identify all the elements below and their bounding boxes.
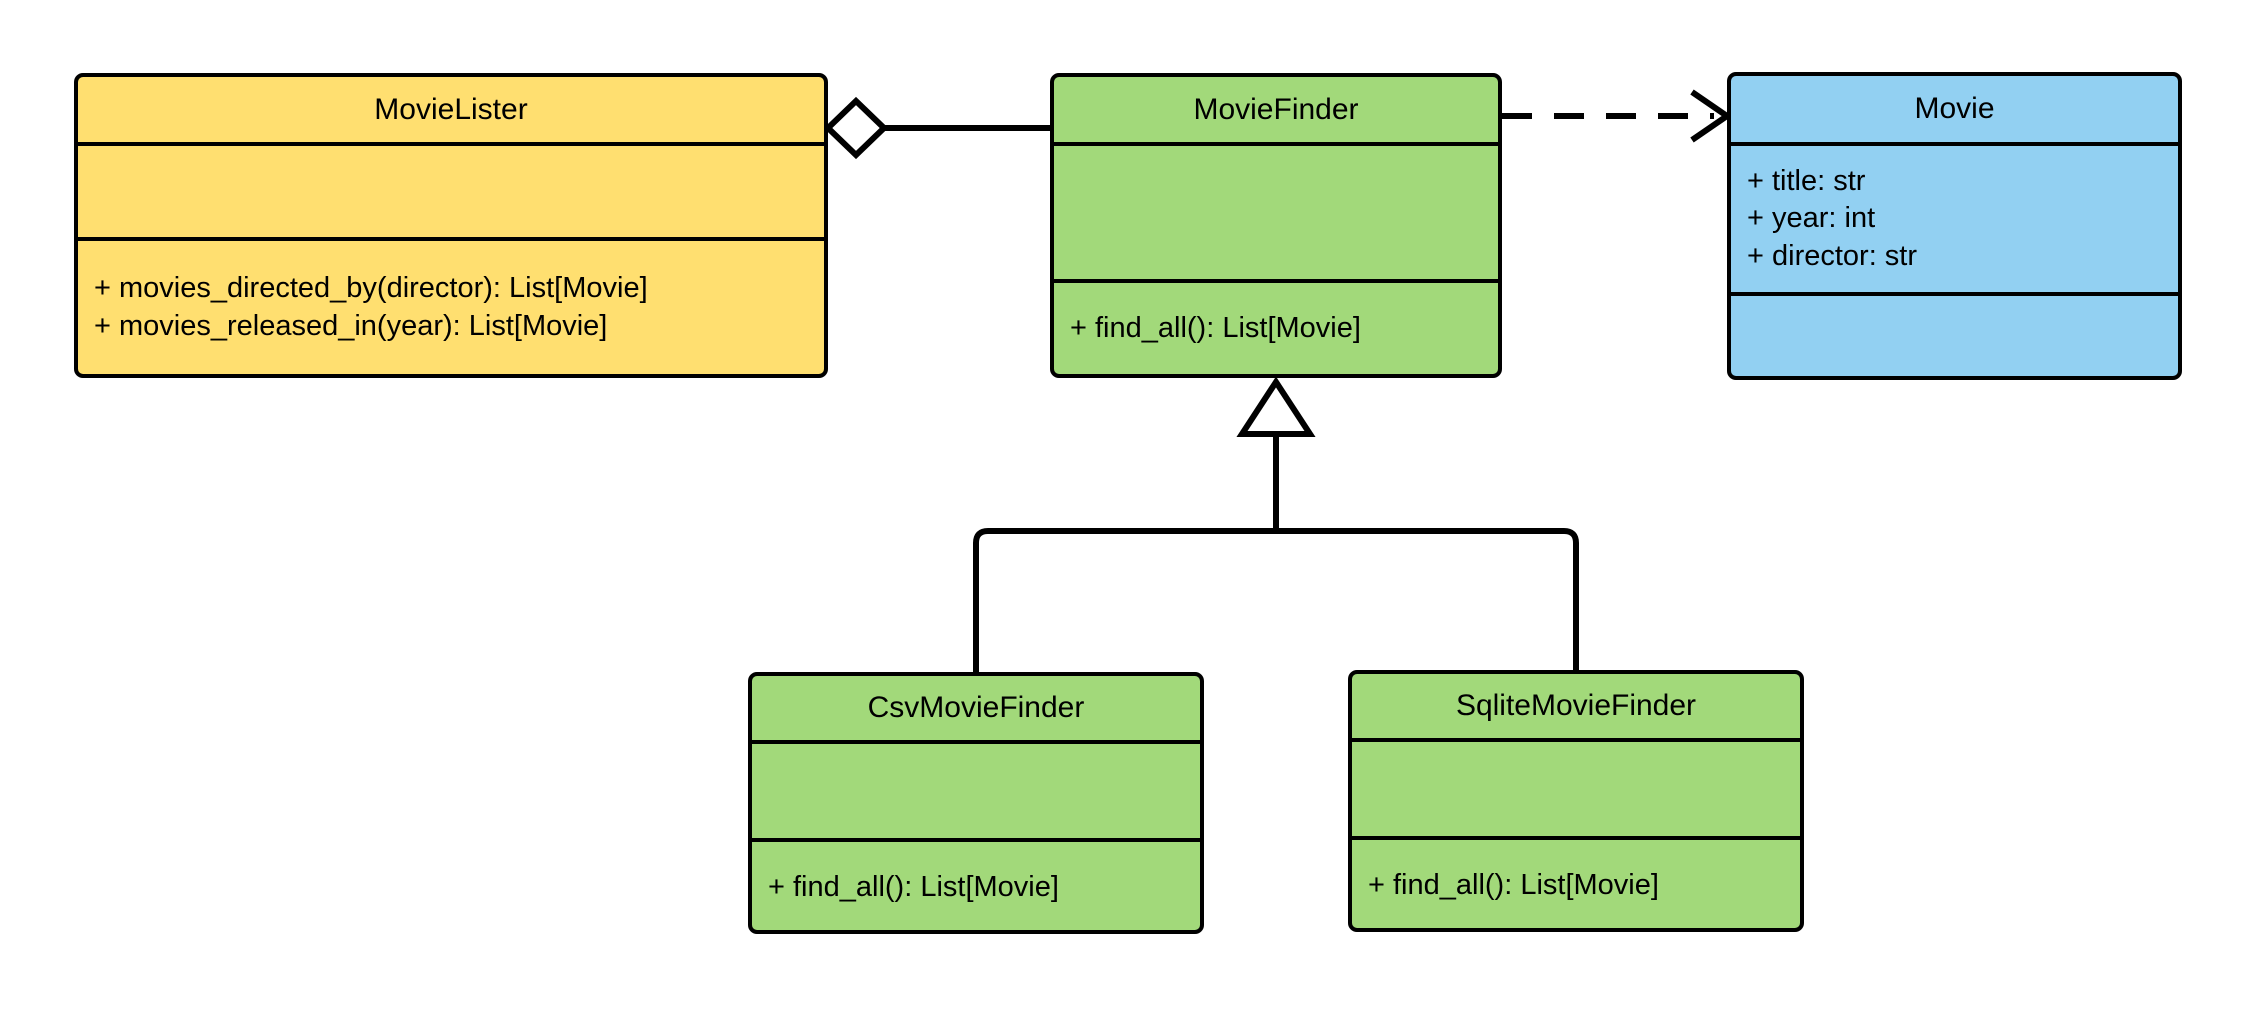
class-name-sqlitemoviefinder: SqliteMovieFinder	[1352, 674, 1800, 742]
operation-item: + movies_released_in(year): List[Movie]	[94, 309, 608, 342]
operation-item: + find_all(): List[Movie]	[1070, 311, 1361, 344]
generalization-branch-bar	[973, 528, 1579, 672]
class-attributes-movie: + title: str + year: int + director: str	[1731, 146, 2178, 296]
operation-item: + movies_directed_by(director): List[Mov…	[94, 272, 648, 305]
class-box-sqlitemoviefinder[interactable]: SqliteMovieFinder + find_all(): List[Mov…	[1348, 670, 1804, 932]
hollow-diamond-marker	[823, 96, 889, 160]
class-attributes-moviefinder	[1054, 146, 1498, 283]
class-box-movielister[interactable]: MovieLister + movies_directed_by(directo…	[74, 73, 828, 378]
class-attributes-sqlitemoviefinder	[1352, 742, 1800, 840]
class-operations-sqlitemoviefinder: + find_all(): List[Movie]	[1352, 840, 1800, 928]
class-operations-movielister: + movies_directed_by(director): List[Mov…	[78, 241, 824, 374]
class-operations-moviefinder: + find_all(): List[Movie]	[1054, 283, 1498, 374]
class-box-csvmoviefinder[interactable]: CsvMovieFinder + find_all(): List[Movie]	[748, 672, 1204, 934]
operation-item: + find_all(): List[Movie]	[768, 871, 1059, 904]
class-operations-movie	[1731, 296, 2178, 376]
operation-item: + find_all(): List[Movie]	[1368, 869, 1659, 902]
attribute-item: + title: str	[1747, 165, 1866, 198]
class-name-csvmoviefinder: CsvMovieFinder	[752, 676, 1200, 744]
class-operations-csvmoviefinder: + find_all(): List[Movie]	[752, 842, 1200, 930]
generalization-tree	[973, 376, 1579, 672]
attribute-item: + director: str	[1747, 239, 1918, 272]
class-attributes-movielister	[78, 146, 824, 241]
class-name-movielister: MovieLister	[78, 77, 824, 146]
class-box-moviefinder[interactable]: MovieFinder + find_all(): List[Movie]	[1050, 73, 1502, 378]
class-name-moviefinder: MovieFinder	[1054, 77, 1498, 146]
aggregation-movielister-moviefinder	[823, 96, 1050, 160]
hollow-triangle-marker	[1236, 376, 1316, 437]
attribute-item: + year: int	[1747, 202, 1876, 235]
class-box-movie[interactable]: Movie + title: str + year: int + directo…	[1727, 72, 2182, 380]
open-arrow-marker	[1690, 89, 1733, 143]
dependency-moviefinder-movie	[1502, 89, 1733, 143]
class-attributes-csvmoviefinder	[752, 744, 1200, 842]
class-name-movie: Movie	[1731, 76, 2178, 146]
